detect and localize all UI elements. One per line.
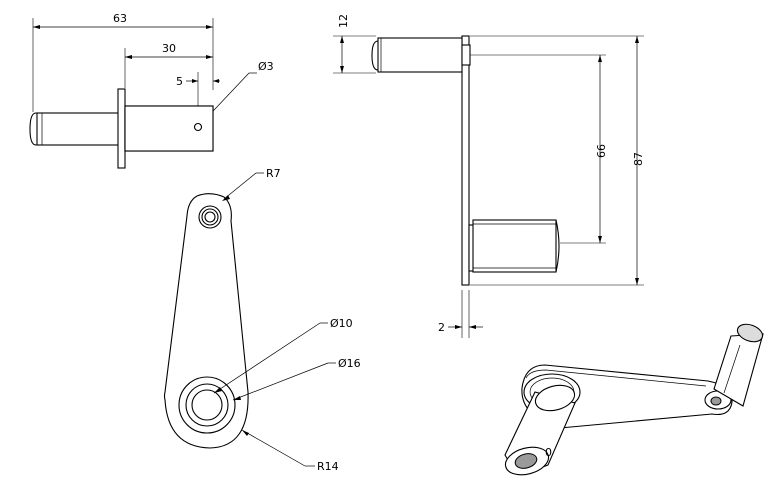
- r14-label: R14: [317, 460, 339, 473]
- dim-5-label: 5: [176, 75, 183, 88]
- arm-view: R7 Ø10 Ø16 R14: [163, 167, 361, 473]
- top-left-view: 63 30 5 Ø3: [29, 12, 274, 169]
- d16-label: Ø16: [338, 357, 361, 370]
- r7-label: R7: [266, 167, 281, 180]
- dim-87-label: 87: [632, 152, 645, 166]
- dim-d3-label: Ø3: [258, 60, 274, 73]
- dim-66-label: 66: [595, 144, 608, 158]
- dim-63-label: 63: [113, 12, 127, 25]
- d10-label: Ø10: [330, 317, 353, 330]
- dim-30-label: 30: [162, 42, 176, 55]
- iso-label: 0: [545, 446, 552, 459]
- dim-2-label: 2: [438, 321, 445, 334]
- dim-12-label: 12: [337, 14, 350, 28]
- side-view: 12 66 87 2: [333, 14, 645, 338]
- isometric-view: 0: [504, 323, 764, 476]
